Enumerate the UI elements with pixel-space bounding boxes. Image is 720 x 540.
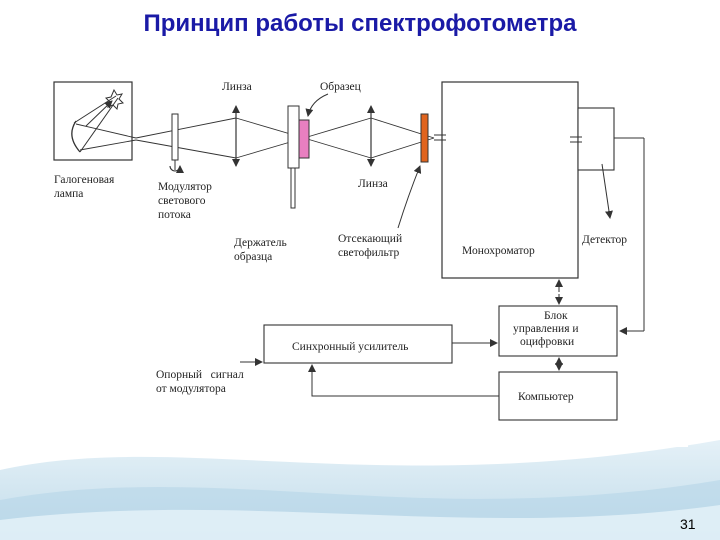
- holder-label-1: Держатель: [234, 237, 287, 249]
- lamp-filament-star-icon: [104, 88, 125, 111]
- reference-label-1: Опорный сигнал: [156, 369, 244, 381]
- lens-top-label: Линза: [222, 81, 252, 93]
- reference-label-2: от модулятора: [156, 383, 226, 395]
- signal-connections: [240, 279, 563, 397]
- pointer-arrows: [305, 93, 613, 229]
- detector: [570, 107, 645, 335]
- monochromator: [434, 81, 579, 279]
- computer-label: Компьютер: [518, 391, 574, 403]
- lens-bottom-label: Линза: [358, 178, 388, 190]
- monochromator-label: Монохроматор: [462, 245, 535, 257]
- page-number: 31: [680, 516, 696, 532]
- modulator-label-1: Модулятор: [158, 181, 212, 193]
- amplifier-label: Синхронный усилитель: [292, 341, 408, 353]
- computer-box: [498, 371, 618, 421]
- control-unit-label-3: оцифровки: [520, 336, 574, 348]
- cutoff-filter: [420, 113, 429, 163]
- modulator-label-3: потока: [158, 209, 191, 221]
- detector-label: Детектор: [582, 234, 627, 246]
- amplifier-box: [263, 324, 453, 364]
- sample-label: Образец: [320, 81, 361, 93]
- flow-modulator: [169, 113, 184, 174]
- control-unit-box: [498, 305, 618, 357]
- control-unit-label-1: Блок: [544, 310, 568, 322]
- lamp-label-2: лампа: [54, 188, 83, 200]
- control-unit-label-2: управления и: [513, 323, 579, 335]
- modulator-label-2: светового: [158, 195, 206, 207]
- spectrophotometer-diagram: Галогеновая лампа Модулятор светового по…: [36, 66, 688, 447]
- slide-title: Принцип работы спектрофотометра: [143, 10, 577, 37]
- lamp-label-1: Галогеновая: [54, 174, 115, 186]
- filter-label-1: Отсекающий: [338, 233, 402, 245]
- halogen-lamp: [53, 81, 133, 161]
- filter-label-2: светофильтр: [338, 247, 400, 259]
- sample-holder: [287, 105, 310, 209]
- holder-label-2: образца: [234, 251, 272, 263]
- sample: [298, 119, 310, 159]
